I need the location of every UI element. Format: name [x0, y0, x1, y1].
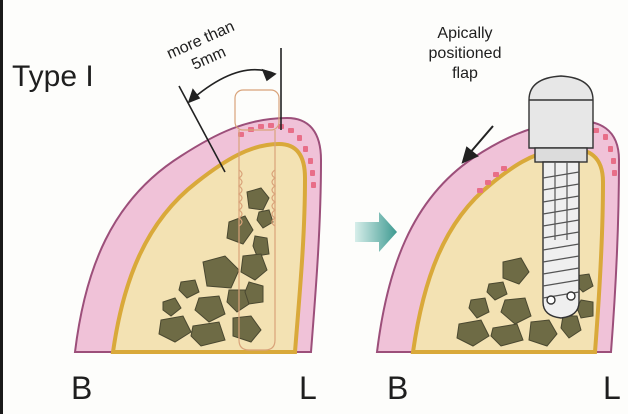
flap-label-line3: flap: [419, 64, 511, 84]
type-label: Type I: [12, 62, 94, 92]
left-buccal-label: B: [71, 372, 92, 404]
transition-arrow: [355, 212, 397, 252]
implant-collar: [535, 148, 587, 162]
right-buccal-label: B: [387, 372, 408, 404]
left-lingual-label: L: [299, 372, 317, 404]
flap-label-line2: positioned: [419, 44, 511, 64]
flap-label: Apically positioned flap: [419, 24, 511, 84]
right-ridge-panel: [377, 76, 619, 352]
right-lingual-label: L: [603, 372, 621, 404]
diagram-canvas: [3, 0, 628, 414]
left-ridge-panel: [75, 48, 321, 352]
healing-abutment: [529, 76, 593, 148]
flap-label-line1: Apically: [419, 24, 511, 44]
